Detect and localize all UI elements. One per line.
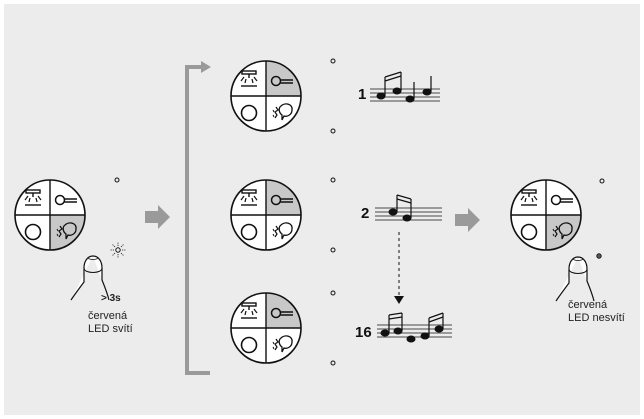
highlighted-quadrant <box>50 215 85 250</box>
led-on-label-line2: LED svítí <box>88 323 133 335</box>
music-notes-icon-16 <box>377 312 452 343</box>
led-on-label-line1: červená <box>88 310 128 322</box>
led-off-label-line1: červená <box>568 299 608 311</box>
options-bracket <box>185 61 211 375</box>
option-panel-16 <box>230 292 302 364</box>
led-off-icon <box>596 253 602 259</box>
hand-press-icon <box>555 256 595 302</box>
option-panel-1 <box>230 60 302 132</box>
end-button-panel <box>510 179 582 251</box>
option-number-2: 2 <box>361 205 370 222</box>
start-button-panel <box>14 179 86 251</box>
hold-time-label: > 3s <box>101 293 121 304</box>
flow-arrow-2 <box>455 208 480 232</box>
option-panel-2 <box>230 179 302 251</box>
led-off-label-line2: LED nesvítí <box>568 312 625 324</box>
music-notes-icon-2 <box>375 194 442 222</box>
flow-arrow <box>145 205 170 229</box>
led-indicator-icon <box>114 177 120 183</box>
music-notes-icon-1 <box>370 71 440 103</box>
option-number-16: 16 <box>355 324 372 341</box>
led-lit-icon <box>110 242 126 258</box>
option-number-1: 1 <box>358 86 367 103</box>
